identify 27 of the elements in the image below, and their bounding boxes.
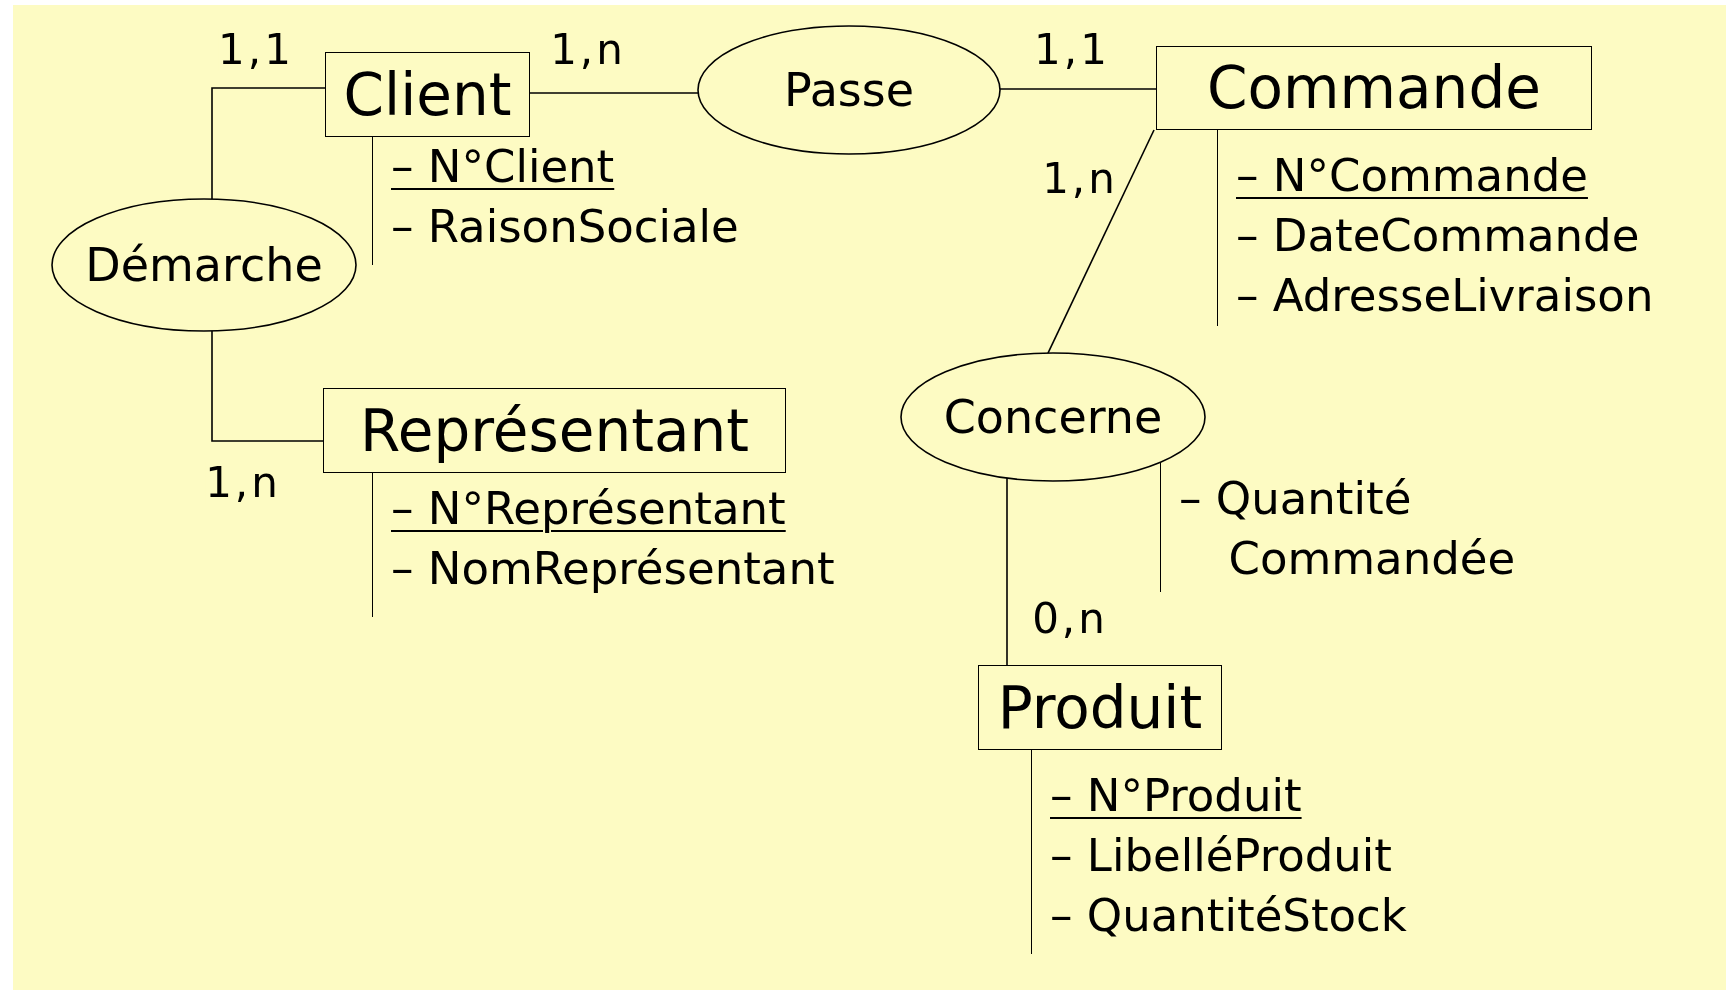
identifier-attribute: – N°Client — [391, 139, 616, 195]
entity-name: Produit — [997, 678, 1203, 737]
connector-line — [1047, 129, 1155, 354]
attribute-text: – LibelléProduit — [1050, 828, 1393, 884]
attribute-text: – Quantité Commandée — [1179, 471, 1517, 587]
connector-line — [1006, 477, 1008, 666]
relationship-name: Concerne — [943, 394, 1163, 440]
connector-line — [999, 88, 1157, 90]
entity-box — [325, 52, 530, 137]
connector-line — [211, 87, 326, 200]
entity-name: Client — [343, 65, 512, 124]
entity-box — [978, 665, 1222, 750]
attribute-text: – QuantitéStock — [1050, 888, 1407, 944]
identifier-attribute: – N°Produit — [1050, 768, 1303, 824]
entity-name: Commande — [1207, 59, 1541, 117]
connector-line — [211, 330, 324, 442]
attribute-text: – DateCommande — [1236, 208, 1641, 264]
attribute-text: – RaisonSociale — [391, 199, 739, 255]
relationship-name: Passe — [783, 67, 915, 113]
relationship-name: Démarche — [85, 242, 323, 288]
identifier-attribute: – N°Représentant — [391, 481, 787, 537]
connector-line — [529, 92, 699, 94]
attribute-text: – NomReprésentant — [391, 541, 835, 597]
attribute-text: – AdresseLivraison — [1236, 268, 1654, 324]
entity-box — [1156, 46, 1592, 130]
entity-box — [323, 388, 786, 473]
identifier-attribute: – N°Commande — [1236, 148, 1589, 204]
